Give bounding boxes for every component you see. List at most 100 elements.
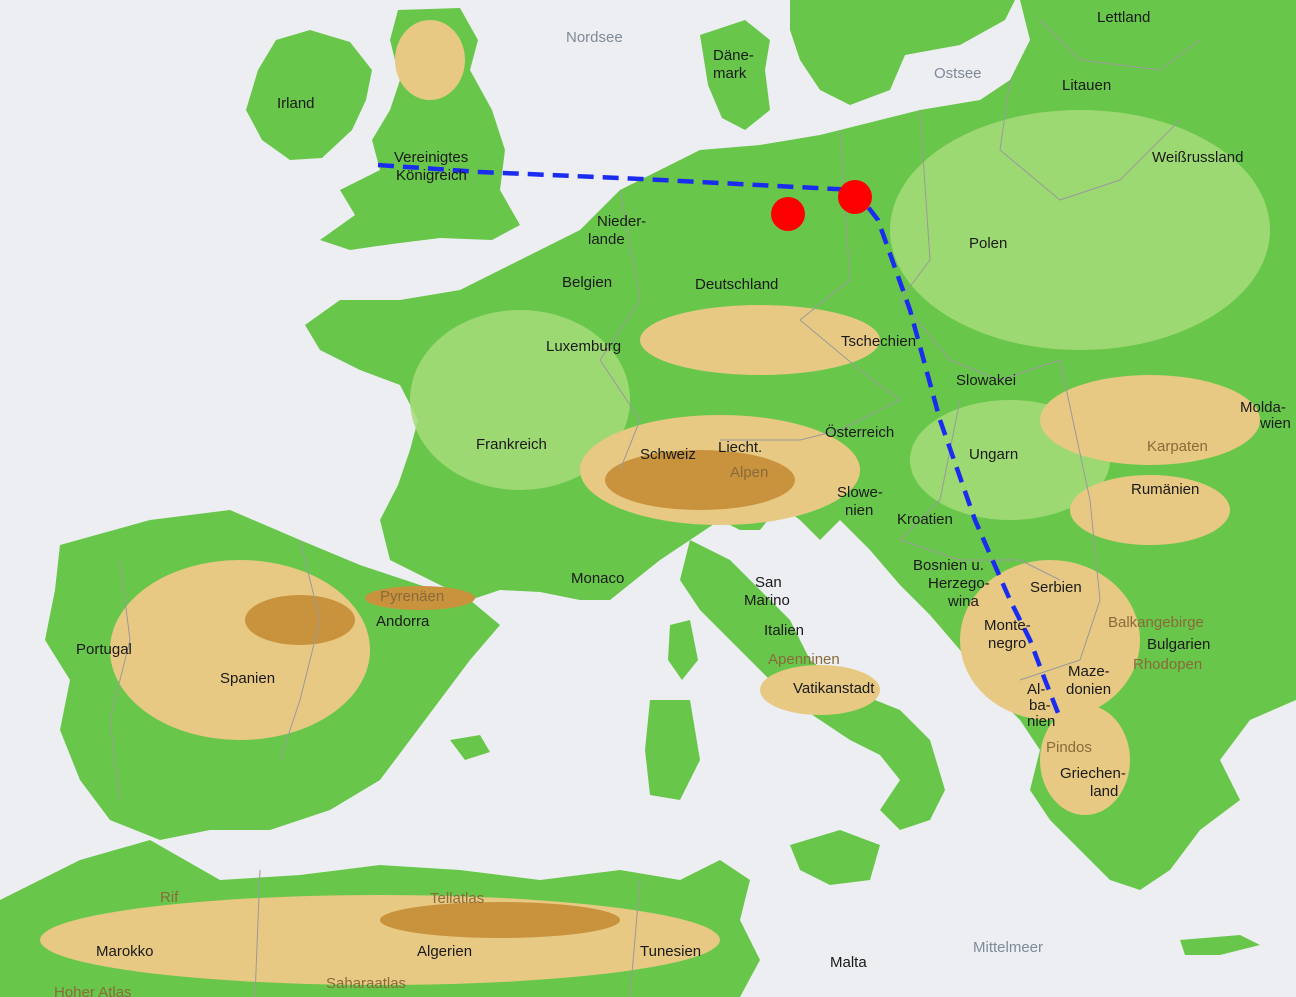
label-irland: Irland: [277, 95, 315, 112]
label-san-marino: San Marino: [744, 574, 790, 609]
label-andorra: Andorra: [376, 613, 430, 630]
label-vatikanstadt: Vatikanstadt: [793, 680, 875, 697]
range-label-rif: Rif: [160, 889, 179, 906]
label-albanien: Al- ba- nien: [1027, 681, 1055, 730]
range-label-hoher-atlas: Hoher Atlas: [54, 984, 132, 997]
relief-atlas-core: [380, 902, 620, 938]
plain-france: [410, 310, 630, 490]
label-portugal: Portugal: [76, 641, 132, 658]
label-frankreich: Frankreich: [476, 436, 547, 453]
label-niederlande-line2: lande: [588, 231, 625, 248]
sea-label-mittelmeer: Mittelmeer: [973, 939, 1043, 956]
label-tschechien: Tschechien: [841, 333, 916, 350]
relief-scotland: [395, 20, 465, 100]
label-daenemark-line2: mark: [713, 65, 747, 82]
label-deutschland: Deutschland: [695, 276, 778, 293]
range-label-tellatlas: Tellatlas: [430, 890, 484, 907]
sea-label-ostsee: Ostsee: [934, 65, 982, 82]
label-san-marino-line2: Marino: [744, 592, 790, 609]
label-moldawien-line1: Molda-: [1240, 399, 1286, 416]
relief-spain-core: [245, 595, 355, 645]
label-griechenland-line1: Griechen-: [1060, 765, 1126, 782]
land-balearics: [450, 735, 490, 760]
label-griechenland: Griechen- land: [1060, 765, 1130, 800]
label-litauen: Litauen: [1062, 77, 1111, 94]
label-san-marino-line1: San: [755, 574, 782, 591]
sea-label-nordsee: Nordsee: [566, 29, 623, 46]
label-marokko: Marokko: [96, 943, 154, 960]
label-slowenien: Slowe- nien: [837, 484, 887, 519]
label-italien: Italien: [764, 622, 804, 639]
label-bulgarien: Bulgarien: [1147, 636, 1210, 653]
label-weissrussland: Weißrussland: [1152, 149, 1243, 166]
label-serbien: Serbien: [1030, 579, 1082, 596]
land-ireland: [246, 30, 372, 160]
land-crete: [1180, 935, 1260, 955]
land-great-britain: [320, 8, 520, 250]
label-uk-line1: Vereinigtes: [394, 149, 468, 166]
relief-greece: [1040, 705, 1130, 815]
relief-pyrenees: [365, 586, 475, 610]
marker-hamburg-area[interactable]: [771, 197, 805, 231]
label-polen: Polen: [969, 235, 1007, 252]
range-label-saharaatlas: Saharaatlas: [326, 975, 406, 992]
label-niederlande: Nieder- lande: [588, 213, 650, 248]
label-bosnien-line1: Bosnien u.: [913, 557, 984, 574]
label-moldawien-line2: wien: [1259, 415, 1291, 432]
label-luxemburg: Luxemburg: [546, 338, 621, 355]
range-label-karpaten: Karpaten: [1147, 438, 1208, 455]
label-oesterreich: Österreich: [825, 423, 894, 441]
label-montenegro: Monte- negro: [984, 617, 1035, 652]
relief-carpathians: [1040, 375, 1260, 465]
relief-atlas: [40, 895, 720, 985]
relief-carpathians-2: [1070, 475, 1230, 545]
range-label-pyrenaeen: Pyrenäen: [380, 588, 444, 605]
label-tunesien: Tunesien: [640, 943, 701, 960]
label-uk: Vereinigtes Königreich: [394, 149, 472, 184]
label-moldawien: Molda- wien: [1240, 399, 1291, 432]
label-rumaenien: Rumänien: [1131, 481, 1199, 498]
label-algerien: Algerien: [417, 943, 472, 960]
relief-alps-core: [605, 450, 795, 510]
plain-east-europe: [890, 110, 1270, 350]
route-line: [377, 162, 1063, 719]
relief-spain-plateau: [110, 560, 370, 740]
label-liechtenstein: Liecht.: [718, 439, 762, 456]
land-scandinavia: [790, 0, 1015, 105]
label-slowakei: Slowakei: [956, 372, 1016, 389]
label-ungarn: Ungarn: [969, 446, 1018, 463]
label-slowenien-line2: nien: [845, 502, 873, 519]
label-mazedonien-line1: Maze-: [1068, 663, 1110, 680]
label-bosnien: Bosnien u. Herzego- wina: [913, 557, 994, 610]
land-sicily: [790, 830, 880, 885]
label-lettland: Lettland: [1097, 9, 1150, 26]
label-malta: Malta: [830, 954, 867, 971]
country-borders: [109, 19, 1201, 997]
label-daenemark: Däne- mark: [713, 47, 758, 82]
land-corsica: [668, 620, 698, 680]
label-griechenland-line2: land: [1090, 783, 1118, 800]
label-niederlande-line1: Nieder-: [597, 213, 646, 230]
label-mazedonien: Maze- donien: [1066, 663, 1114, 698]
label-spanien: Spanien: [220, 670, 275, 687]
relief-apennines: [760, 665, 880, 715]
relief-germany-uplands: [640, 305, 880, 375]
range-label-apenninen: Apenninen: [768, 651, 840, 668]
marker-stettin-area[interactable]: [838, 180, 872, 214]
label-mazedonien-line2: donien: [1066, 681, 1111, 698]
label-albanien-line3: nien: [1027, 713, 1055, 730]
range-label-alpen: Alpen: [730, 464, 768, 481]
range-label-rhodopen: Rhodopen: [1133, 656, 1202, 673]
label-montenegro-line2: negro: [988, 635, 1026, 652]
label-schweiz: Schweiz: [640, 446, 696, 463]
label-uk-line2: Königreich: [396, 167, 467, 184]
relief-balkans: [960, 560, 1140, 720]
label-belgien: Belgien: [562, 274, 612, 291]
label-slowenien-line1: Slowe-: [837, 484, 883, 501]
land-sardinia: [645, 700, 700, 800]
label-albanien-line1: Al-: [1027, 681, 1045, 698]
range-label-pindos: Pindos: [1046, 739, 1092, 756]
label-monaco: Monaco: [571, 570, 624, 587]
